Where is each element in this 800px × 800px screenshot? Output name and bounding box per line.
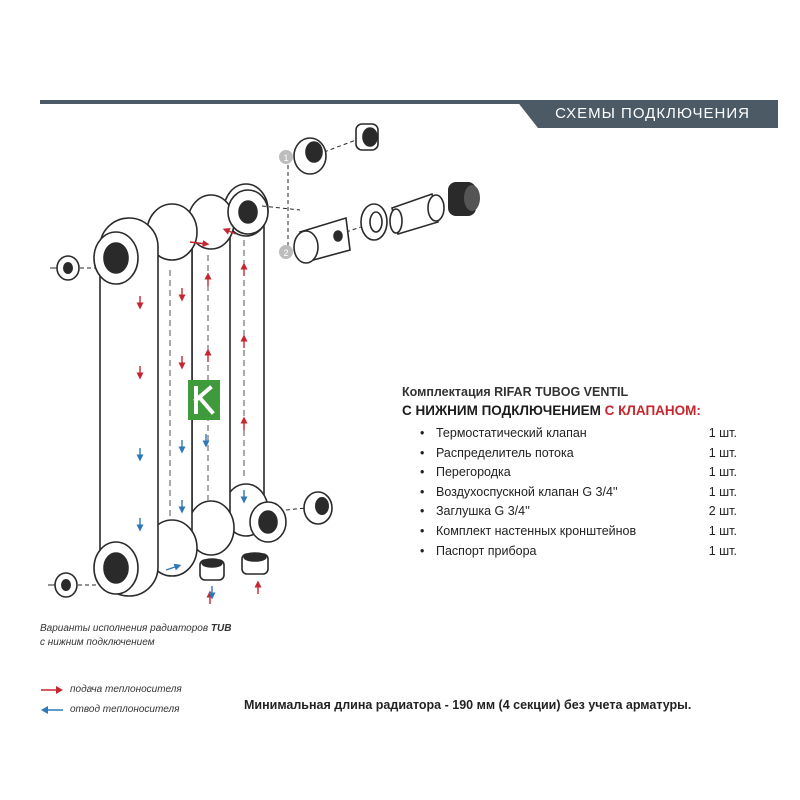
spec-subheading-accent: С КЛАПАНОМ:	[604, 403, 701, 418]
list-item: • Распределитель потока 1 шт.	[402, 444, 747, 464]
list-item: • Комплект настенных кронштейнов 1 шт.	[402, 522, 747, 542]
svg-text:2: 2	[283, 248, 288, 258]
header-banner: СХЕМЫ ПОДКЛЮЧЕНИЯ	[40, 100, 778, 128]
spec-item-name: Комплект настенных кронштейнов	[436, 523, 637, 538]
spec-heading: Комплектация RIFAR TUBOG VENTIL	[402, 385, 629, 399]
bottom-fittings	[199, 552, 269, 581]
bottom-port	[249, 501, 287, 543]
spec-item-name: Распределитель потока	[436, 445, 574, 460]
spec-block: Комплектация RIFAR TUBOG VENTIL С НИЖНИМ…	[402, 384, 747, 561]
banner-rule	[40, 100, 778, 104]
spec-item-name: Воздухоспускной клапан G 3/4''	[436, 484, 618, 499]
spec-item-name: Заглушка G 3/4''	[436, 504, 530, 519]
brand-logo	[188, 380, 220, 420]
bottom-right-plug	[285, 491, 333, 525]
caption-text: Варианты исполнения радиаторов	[40, 623, 211, 634]
spec-item-qty: 1 шт.	[708, 484, 737, 499]
list-item: • Заглушка G 3/4'' 2 шт.	[402, 502, 747, 522]
callout-1: 1	[279, 150, 293, 164]
spec-item-name: Перегородка	[436, 465, 511, 480]
min-length-note: Минимальная длина радиатора - 190 мм (4 …	[244, 698, 692, 712]
top-port	[227, 189, 269, 235]
return-arrow-icon	[41, 706, 63, 714]
caption-model: TUB	[210, 623, 232, 634]
svg-text:1: 1	[283, 153, 288, 163]
spec-item-name: Паспорт прибора	[436, 543, 537, 558]
list-item: • Термостатический клапан 1 шт.	[402, 424, 747, 444]
spec-item-qty: 1 шт.	[708, 465, 737, 480]
spec-subheading-main: С НИЖНИМ ПОДКЛЮЧЕНИЕМ	[402, 403, 605, 418]
spec-item-qty: 1 шт.	[708, 426, 737, 440]
page-title: СХЕМЫ ПОДКЛЮЧЕНИЯ	[555, 105, 750, 122]
bullet: •	[420, 504, 425, 519]
list-item: • Перегородка 1 шт.	[402, 463, 747, 483]
bullet: •	[420, 523, 425, 538]
spec-item-qty: 1 шт.	[708, 445, 737, 460]
spec-item-qty: 2 шт.	[708, 504, 737, 519]
bullet: •	[420, 465, 425, 480]
radiator-sections	[93, 183, 269, 597]
flow-distributor	[293, 216, 351, 264]
thermostatic-valve	[389, 192, 445, 236]
banner-tab	[516, 100, 778, 128]
plug-cap-1	[293, 137, 327, 175]
legend-supply-label: подача теплоносителя	[70, 684, 182, 695]
legend-return-label: отвод теплоносителя	[70, 704, 180, 715]
spec-item-name: Термостатический клапан	[436, 426, 587, 440]
bullet: •	[420, 543, 425, 558]
radiator-section-1	[93, 217, 159, 597]
section-dashes	[169, 240, 245, 520]
spec-subheading: С НИЖНИМ ПОДКЛЮЧЕНИЕМ С КЛАПАНОМ:	[402, 401, 747, 421]
list-item: • Паспорт прибора 1 шт.	[402, 542, 747, 562]
spec-item-qty: 1 шт.	[708, 523, 737, 538]
caption-line-2: с нижним подключением	[40, 637, 155, 648]
bullet: •	[420, 426, 425, 440]
bullet: •	[420, 445, 425, 460]
caption-line-1: Варианты исполнения радиаторов TUB	[40, 622, 231, 636]
bullet: •	[420, 484, 425, 499]
return-arrows	[136, 434, 248, 600]
valve-knob	[448, 182, 480, 216]
plug-cap-2	[355, 123, 379, 151]
supply-arrow-icon	[41, 686, 63, 694]
left-bottom-plug	[48, 572, 96, 598]
diagram-caption: Варианты исполнения радиаторов TUB с ниж…	[40, 622, 231, 650]
radiator-section-3	[187, 194, 235, 556]
partition-ring	[360, 203, 388, 241]
left-top-plug	[50, 255, 96, 281]
list-item: • Воздухоспускной клапан G 3/4'' 1 шт.	[402, 483, 747, 503]
spec-list: • Термостатический клапан 1 шт. • Распре…	[402, 424, 747, 561]
callout-2: 2	[279, 245, 293, 259]
spec-item-qty: 1 шт.	[708, 543, 737, 558]
